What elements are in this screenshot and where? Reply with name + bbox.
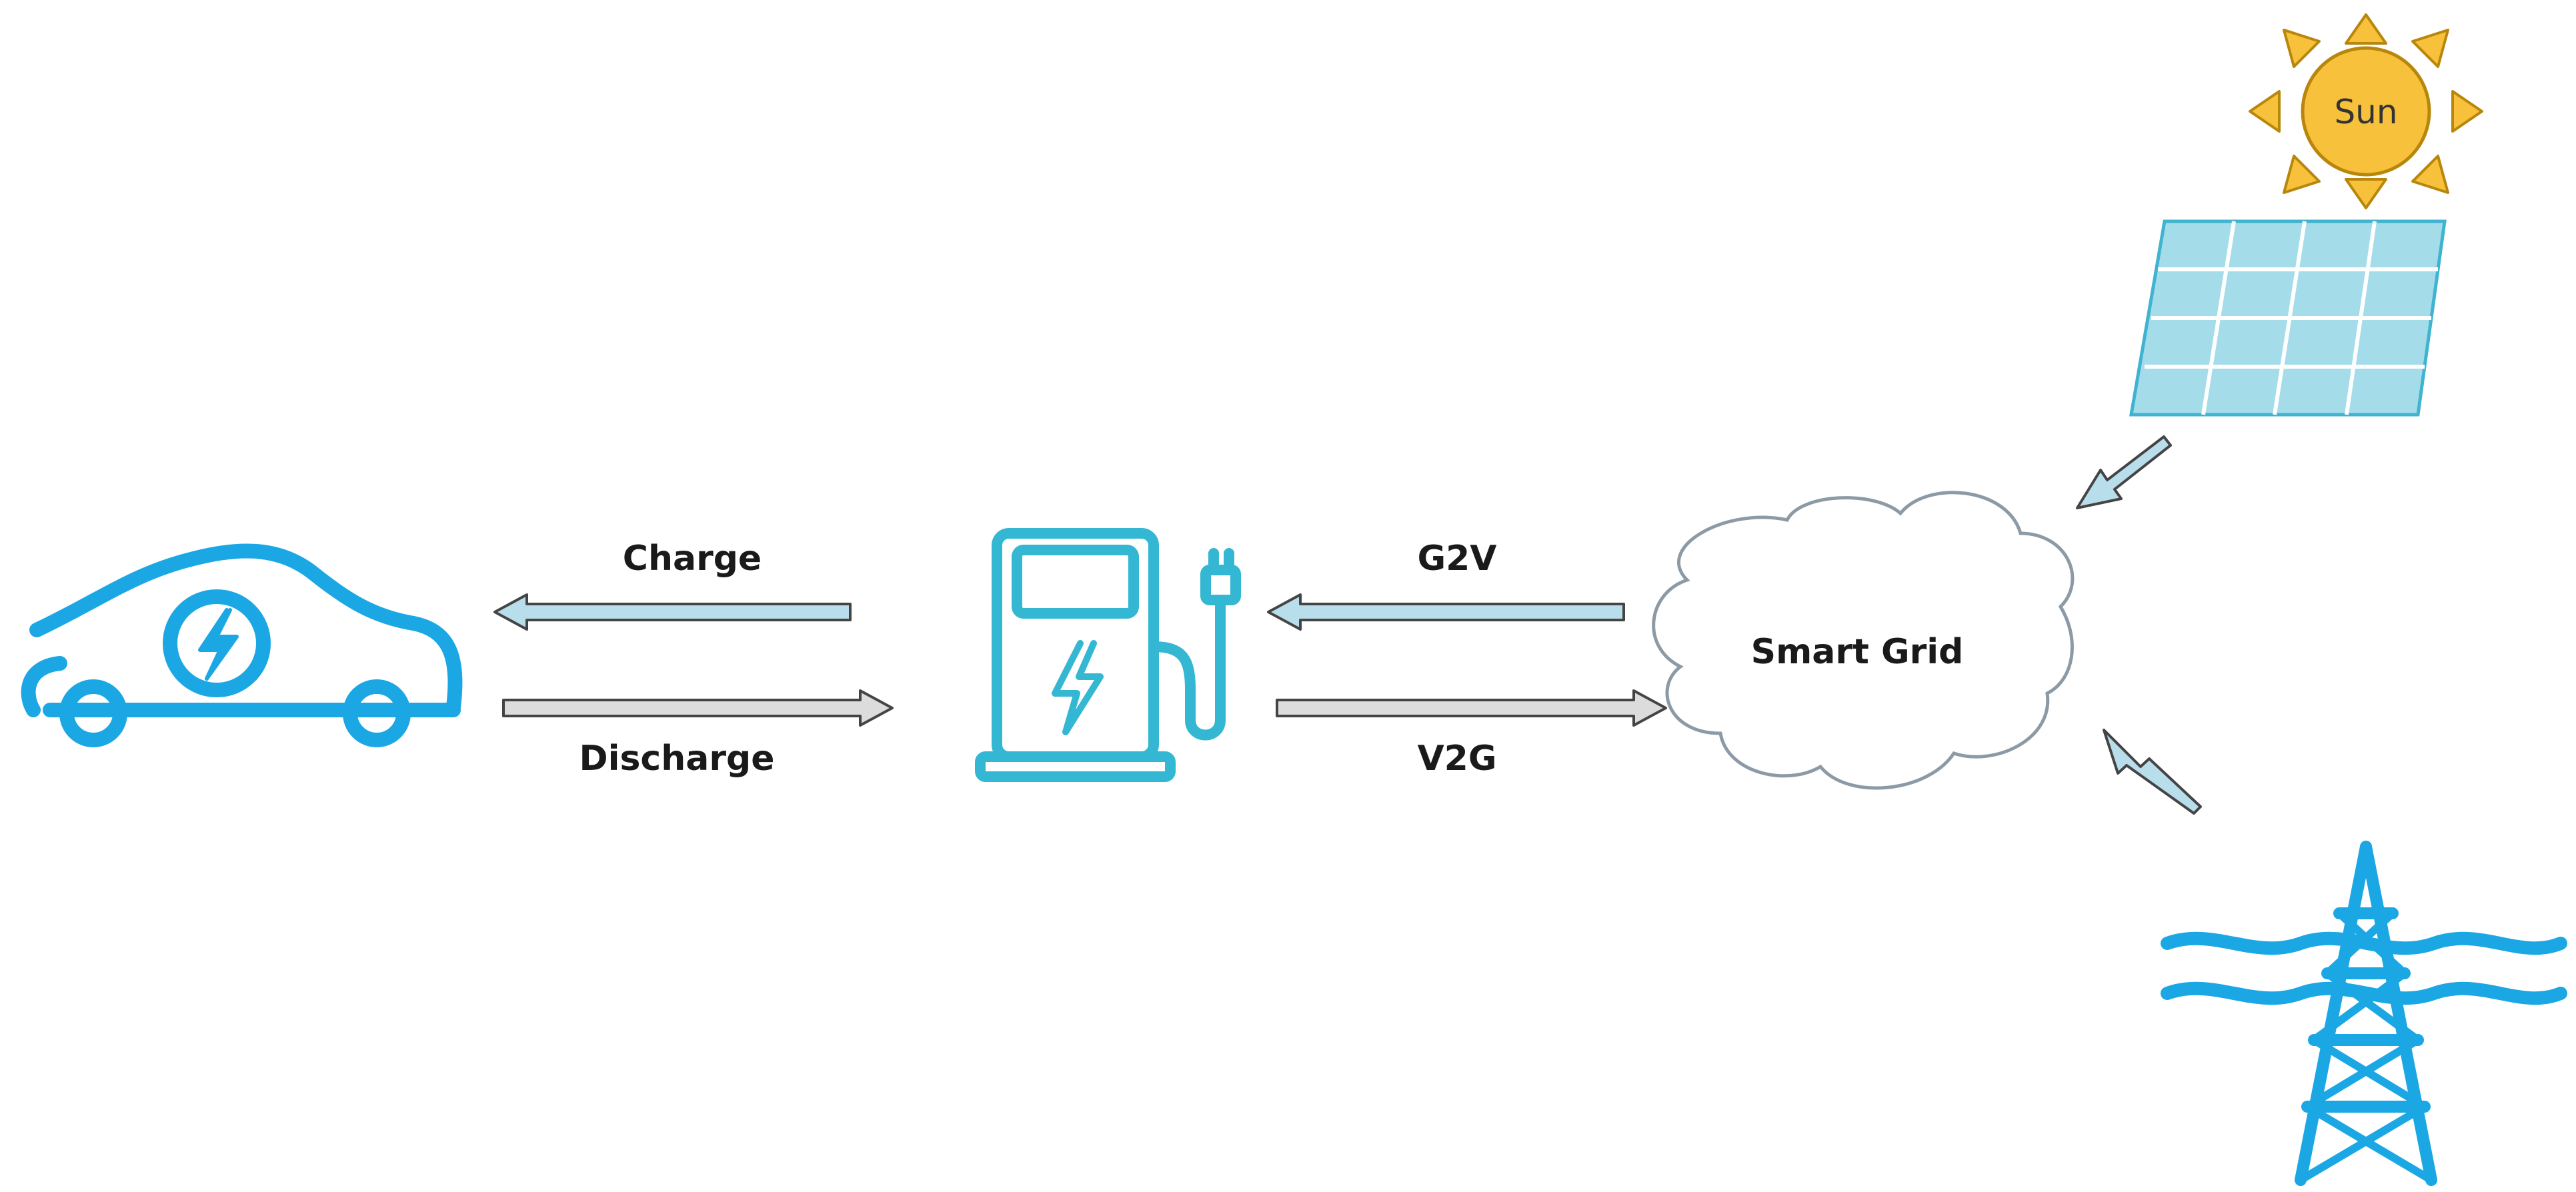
solar-panel-icon bbox=[2129, 219, 2447, 417]
charging-station-icon bbox=[975, 528, 1241, 782]
electric-car-icon bbox=[21, 543, 463, 747]
solar-to-grid-arrow bbox=[2076, 435, 2172, 509]
v2g-arrow bbox=[1276, 689, 1667, 727]
sun-label: Sun bbox=[2334, 93, 2397, 131]
v2g-label: V2G bbox=[1417, 739, 1496, 779]
power-tower-icon bbox=[2161, 841, 2567, 1186]
smart-grid-label: Smart Grid bbox=[1751, 632, 1964, 672]
cloud-icon bbox=[1652, 491, 2075, 790]
charge-label: Charge bbox=[623, 539, 762, 579]
charge-arrow bbox=[493, 593, 852, 631]
discharge-arrow bbox=[502, 689, 894, 727]
g2v-arrow bbox=[1267, 593, 1625, 631]
tower-to-grid-arrow bbox=[2103, 729, 2202, 815]
g2v-label: G2V bbox=[1417, 539, 1496, 579]
discharge-label: Discharge bbox=[579, 739, 774, 779]
sun-icon: Sun bbox=[2249, 13, 2483, 209]
